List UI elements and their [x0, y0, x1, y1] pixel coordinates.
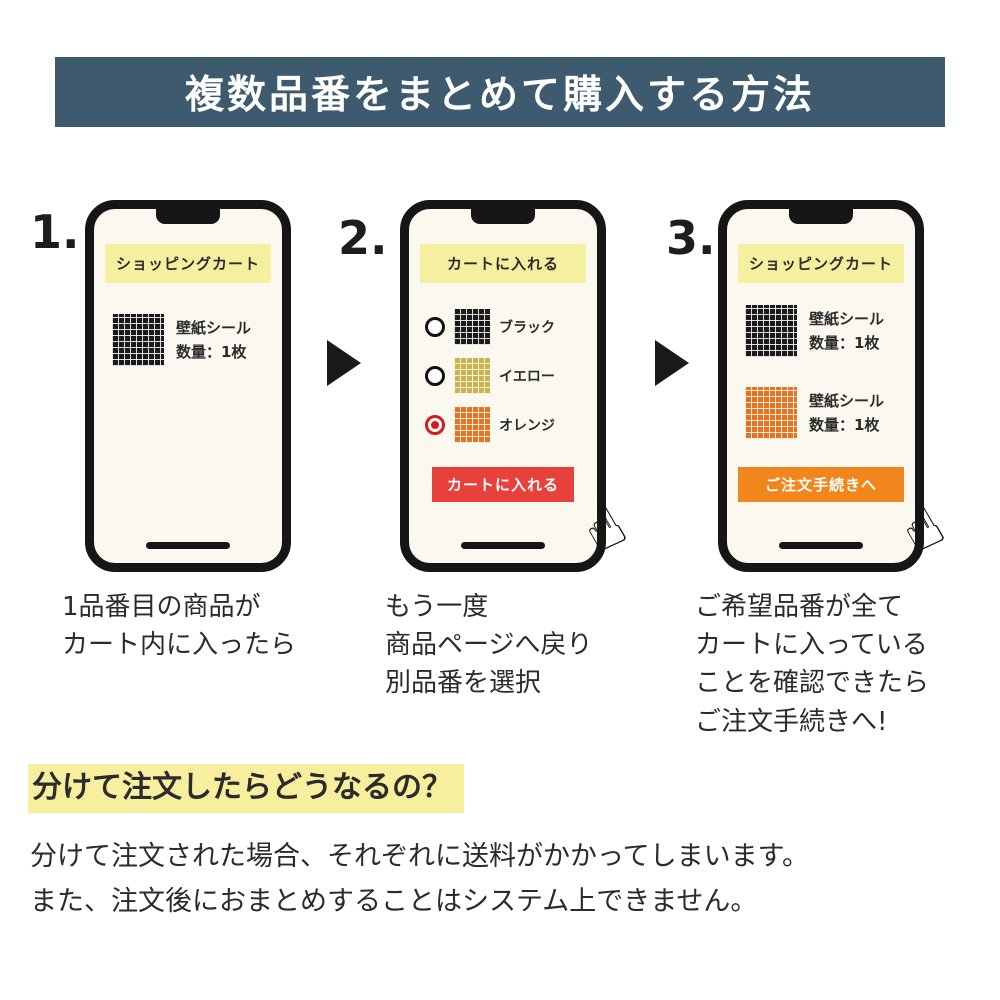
cart-screen-title: ショッピングカート — [738, 244, 904, 283]
product-quantity: 数量：1枚 — [176, 343, 247, 361]
phone-notch — [156, 209, 220, 224]
phone-mockup-2: カートに入れる ブラック イエロー オレンジ カートに入れる ☝ — [400, 200, 638, 572]
product-quantity: 数量：1枚 — [809, 416, 880, 434]
hand-cursor-icon: ☝ — [569, 486, 639, 569]
footer-note-line: また、注文後におまとめすることはシステム上できません。 — [30, 885, 758, 917]
caption-line: 商品ページへ戻り — [385, 630, 593, 661]
cart-item-text: 壁紙シール 数量：1枚 — [809, 307, 884, 355]
phone-mockup-1: ショッピングカート 壁紙シール 数量：1枚 — [85, 200, 291, 572]
question-heading: 分けて注文したらどうなるの？ — [28, 762, 464, 813]
home-indicator — [779, 542, 863, 549]
caption-line: ご希望品番が全て — [695, 592, 904, 622]
cart-item-text: 壁紙シール 数量：1枚 — [809, 389, 884, 437]
step-1-number: 1. — [30, 205, 80, 259]
arrow-right-icon — [327, 340, 361, 386]
add-to-cart-screen-title: カートに入れる — [420, 244, 586, 283]
highlighted-question: 分けて注文したらどうなるの？ — [28, 764, 464, 813]
radio-button-yellow[interactable] — [425, 366, 445, 386]
cart-item: 壁紙シール 数量：1枚 — [112, 314, 251, 366]
caption-line: もう一度 — [385, 592, 489, 622]
caption-line: ことを確認できたら — [695, 668, 930, 699]
caption-line: カート内に入ったら — [62, 630, 297, 661]
option-label: オレンジ — [499, 418, 555, 434]
cart-item-text: 壁紙シール 数量：1枚 — [176, 316, 251, 364]
radio-button-black[interactable] — [425, 317, 445, 337]
black-grid-swatch — [745, 305, 797, 357]
cart-item: 壁紙シール 数量：1枚 — [745, 305, 884, 357]
orange-grid-swatch — [454, 407, 490, 443]
step-3-number: 3. — [666, 211, 716, 265]
option-label: イエロー — [499, 369, 555, 385]
caption-line: カートに入っている — [695, 630, 928, 661]
page-title: 複数品番をまとめて購入する方法 — [184, 73, 815, 118]
orange-grid-swatch — [745, 387, 797, 439]
option-row-black[interactable]: ブラック — [425, 309, 555, 345]
product-name: 壁紙シール — [176, 319, 252, 337]
step-2-caption: もう一度 商品ページへ戻り 別品番を選択 — [385, 588, 592, 703]
yellow-grid-swatch — [454, 358, 490, 394]
caption-line: 別品番を選択 — [385, 668, 542, 699]
hand-cursor-icon: ☝ — [887, 486, 957, 569]
phone-notch — [471, 209, 535, 224]
phone-mockup-3: ショッピングカート 壁紙シール 数量：1枚 壁紙シール 数量：1枚 ご注文手続き… — [718, 200, 956, 572]
product-quantity: 数量：1枚 — [809, 334, 880, 352]
caption-line: ご注文手続きへ! — [695, 706, 888, 737]
step-1-caption: 1品番目の商品が カート内に入ったら — [62, 588, 296, 664]
option-row-orange[interactable]: オレンジ — [425, 407, 555, 443]
color-options: ブラック イエロー オレンジ — [425, 309, 555, 456]
checkout-button[interactable]: ご注文手続きへ — [738, 467, 904, 502]
step-2-number: 2. — [338, 211, 388, 265]
arrow-right-icon — [655, 340, 689, 386]
footer-note: 分けて注文された場合、それぞれに送料がかかってしまいます。 また、注文後におまと… — [30, 835, 809, 924]
phone-notch — [789, 209, 853, 224]
footer-note-line: 分けて注文された場合、それぞれに送料がかかってしまいます。 — [30, 841, 809, 872]
black-grid-swatch — [112, 314, 164, 366]
product-name: 壁紙シール — [809, 310, 885, 328]
header-banner: 複数品番をまとめて購入する方法 — [55, 57, 945, 127]
home-indicator — [146, 542, 230, 549]
option-row-yellow[interactable]: イエロー — [425, 358, 555, 394]
cart-screen-title: ショッピングカート — [105, 244, 271, 283]
caption-line: 1品番目の商品が — [62, 592, 261, 622]
add-to-cart-button[interactable]: カートに入れる — [432, 467, 574, 502]
product-name: 壁紙シール — [809, 392, 885, 410]
option-label: ブラック — [499, 320, 555, 336]
home-indicator — [461, 542, 545, 549]
black-grid-swatch — [454, 309, 490, 345]
radio-button-orange-selected[interactable] — [425, 415, 445, 435]
cart-item: 壁紙シール 数量：1枚 — [745, 387, 884, 439]
step-3-caption: ご希望品番が全て カートに入っている ことを確認できたら ご注文手続きへ! — [695, 588, 929, 741]
